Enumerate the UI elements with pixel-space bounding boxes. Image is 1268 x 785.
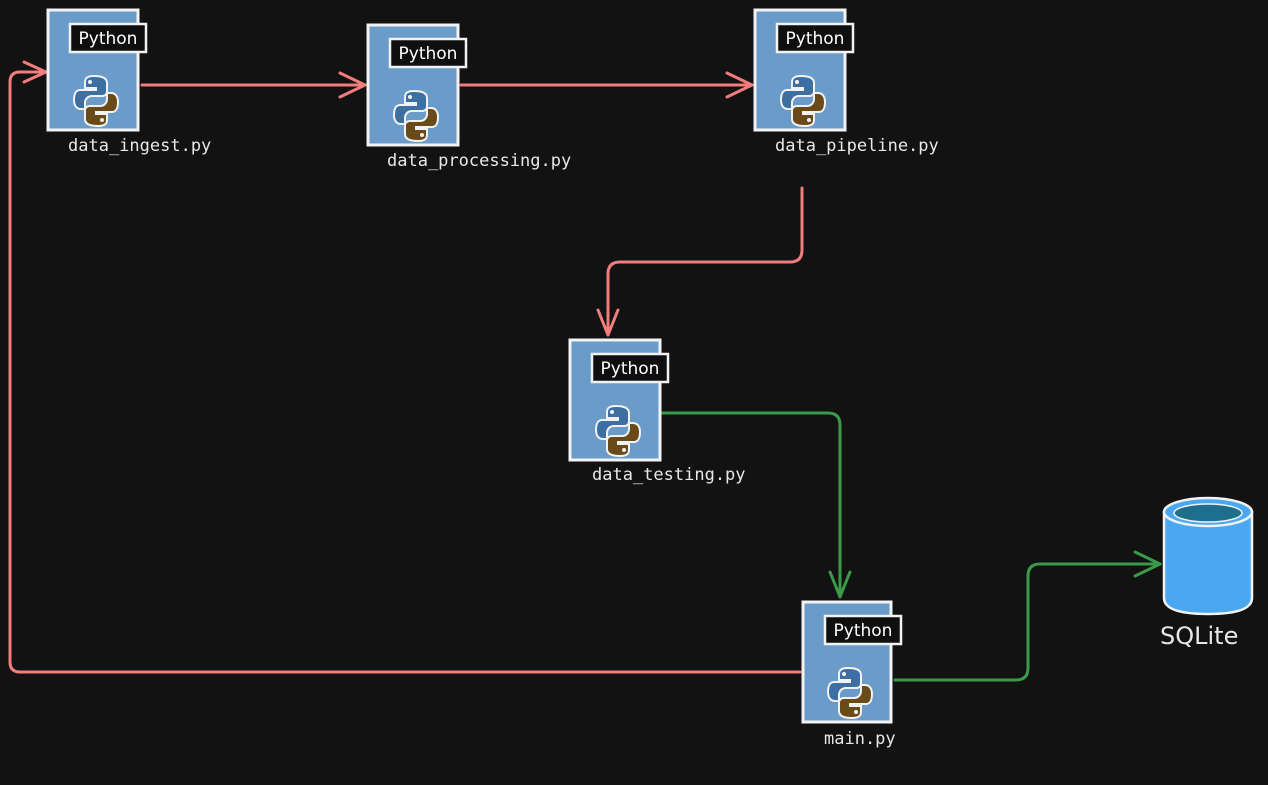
- edge-main-to-ingest: [8, 70, 802, 674]
- python-tag-label: Python: [786, 29, 845, 49]
- edge-testing-to-main-head: [828, 570, 852, 599]
- python-logo-bottom: [404, 107, 440, 143]
- file-name-main: main.py: [824, 729, 896, 749]
- edge-main-to-ingest-head: [22, 60, 48, 84]
- python-logo-bottom: [838, 684, 874, 720]
- file-name-data-pipeline: data_pipeline.py: [775, 136, 939, 156]
- file-name-data-testing: data_testing.py: [592, 465, 746, 485]
- edge-processing-to-pipeline-head: [725, 71, 754, 99]
- file-name-data-processing: data_processing.py: [387, 151, 571, 171]
- python-logo-eye: [408, 95, 412, 99]
- python-logo-icon: [826, 666, 874, 720]
- edge-main-to-sqlite: [893, 562, 1162, 682]
- python-logo-top: [779, 74, 815, 110]
- python-logo-bottom: [791, 92, 827, 128]
- edge-pipeline-to-testing: [606, 186, 804, 337]
- database-label: SQLite: [1160, 622, 1238, 650]
- python-logo-bottom: [606, 422, 642, 458]
- python-tag-box: [388, 37, 468, 69]
- python-tag-box: [68, 22, 148, 54]
- python-logo-icon: [72, 74, 120, 128]
- python-tag-label: Python: [79, 29, 138, 49]
- python-logo-eye: [795, 80, 799, 84]
- python-tag-label: Python: [834, 621, 893, 641]
- python-logo-eye: [854, 710, 858, 714]
- python-tag-label: Python: [399, 44, 458, 64]
- python-logo-icon: [779, 74, 827, 128]
- database-cylinder-icon: [1162, 496, 1254, 616]
- python-logo-eye: [622, 448, 626, 452]
- python-logo-top: [392, 89, 428, 125]
- python-tag-box: [823, 614, 903, 646]
- python-logo-top: [594, 404, 630, 440]
- python-logo-eye: [610, 410, 614, 414]
- database-body: [1162, 510, 1254, 616]
- file-node-main: Python: [801, 600, 903, 724]
- database-top-inner: [1173, 503, 1243, 523]
- python-logo-eye: [100, 118, 104, 122]
- python-logo-top: [72, 74, 108, 110]
- python-logo-eye: [420, 133, 424, 137]
- python-logo-icon: [392, 89, 440, 143]
- python-tag-box: [775, 22, 855, 54]
- file-node-data-ingest: Python: [46, 8, 148, 132]
- file-node-data-processing: Python: [366, 23, 468, 147]
- python-logo-top: [826, 666, 862, 702]
- python-logo-eye: [842, 672, 846, 676]
- python-logo-icon: [594, 404, 642, 458]
- python-tag-label: Python: [601, 359, 660, 379]
- edge-pipeline-to-testing-head: [596, 308, 620, 337]
- edge-testing-to-main: [660, 411, 842, 599]
- file-node-data-pipeline: Python: [753, 8, 855, 132]
- python-tag-box: [590, 352, 670, 384]
- edge-main-to-sqlite-head: [1133, 550, 1162, 578]
- edge-ingest-to-processing-head: [338, 71, 367, 99]
- file-node-data-testing: Python: [568, 338, 670, 462]
- file-name-data-ingest: data_ingest.py: [68, 136, 211, 156]
- python-logo-eye: [88, 80, 92, 84]
- python-logo-bottom: [84, 92, 120, 128]
- python-logo-eye: [807, 118, 811, 122]
